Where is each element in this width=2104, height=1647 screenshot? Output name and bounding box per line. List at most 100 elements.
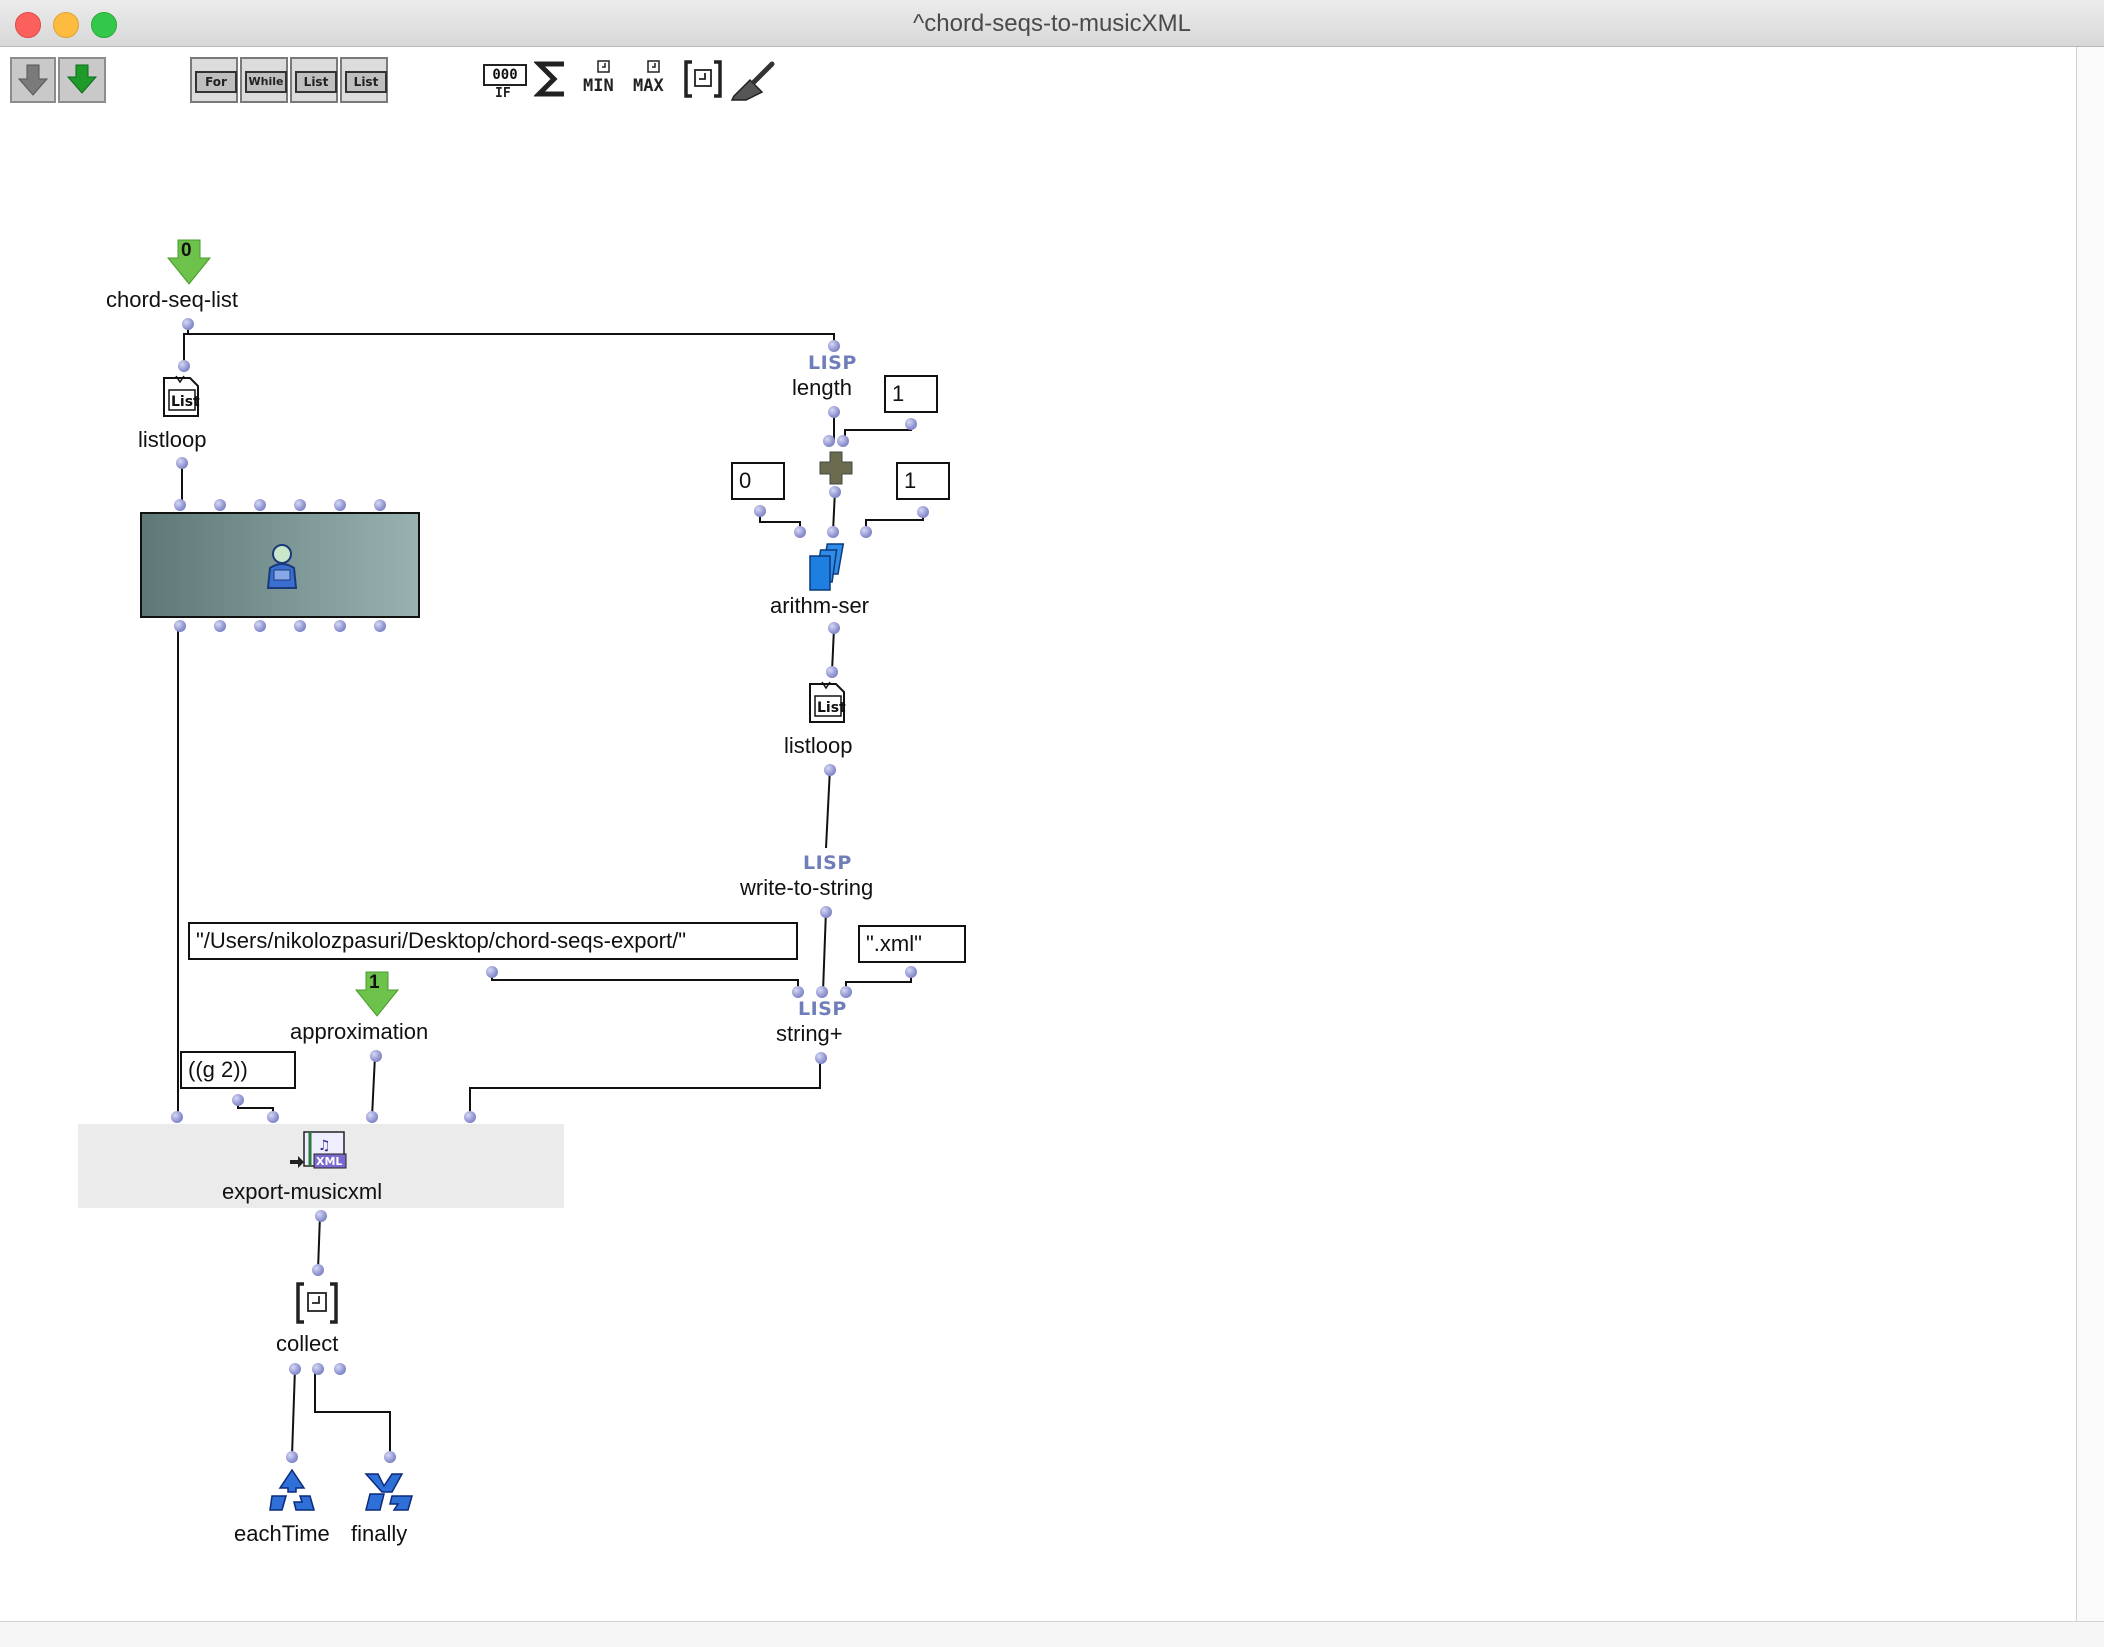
outlet-point[interactable] (917, 506, 929, 518)
collect-bracket-icon (684, 60, 722, 98)
zoom-button[interactable] (91, 12, 117, 38)
export-outlet[interactable] (315, 1210, 327, 1222)
close-button[interactable] (15, 12, 41, 38)
if-button[interactable]: 000 IF (481, 60, 529, 102)
accumulate-tool-button[interactable] (728, 58, 778, 102)
value-box-begin[interactable]: 0 (731, 462, 785, 500)
export-inlet-2[interactable] (267, 1111, 279, 1123)
list-loop-icon: List (295, 71, 337, 93)
outlet-point[interactable] (820, 906, 832, 918)
outlet-point[interactable] (486, 966, 498, 978)
max-button[interactable]: MAX (630, 58, 676, 102)
svg-text:♫: ♫ (318, 1138, 331, 1154)
list-loop-alt-button[interactable]: List (340, 57, 388, 103)
outlet-point[interactable] (824, 764, 836, 776)
plus-inlet-2[interactable] (837, 435, 849, 447)
finally-inlet[interactable] (384, 1451, 396, 1463)
omloop-outlet-5[interactable] (334, 620, 346, 632)
string-plus-box[interactable]: string+ (776, 1021, 843, 1046)
stringplus-inlet-3[interactable] (840, 986, 852, 998)
add-input-button[interactable] (10, 57, 56, 103)
outlet-point[interactable] (905, 418, 917, 430)
outlet-point[interactable] (829, 486, 841, 498)
for-loop-button[interactable]: For (190, 57, 238, 103)
sigma-icon (532, 61, 564, 97)
finally-recycle-icon[interactable] (362, 1466, 416, 1514)
omloop-inlet-1[interactable] (174, 499, 186, 511)
omloop-inlet-5[interactable] (334, 499, 346, 511)
arithm-ser-icon[interactable] (806, 540, 858, 592)
outlet-point[interactable] (370, 1050, 382, 1062)
write-to-string-box[interactable]: write-to-string (740, 875, 874, 900)
title-bar[interactable]: ^chord-seqs-to-musicXML (0, 0, 2104, 47)
eachtime-inlet[interactable] (286, 1451, 298, 1463)
collect-outlet-1[interactable] (289, 1363, 301, 1375)
outlet-point[interactable] (754, 505, 766, 517)
arithm-inlet-3[interactable] (860, 526, 872, 538)
collect-icon[interactable] (294, 1280, 342, 1326)
inlet-point[interactable] (826, 666, 838, 678)
arithm-inlet-2[interactable] (827, 526, 839, 538)
collect-tool-button[interactable] (682, 58, 726, 102)
keys-value-box[interactable]: ((g 2)) (180, 1051, 296, 1089)
vertical-scrollbar[interactable] (2077, 47, 2104, 1621)
collect-outlet-3[interactable] (334, 1363, 346, 1375)
stringplus-inlet-1[interactable] (792, 986, 804, 998)
plus-inlet-1[interactable] (823, 435, 835, 447)
plus-icon[interactable] (818, 450, 854, 486)
inlet-point[interactable] (178, 360, 190, 372)
input-arrow-1-icon[interactable] (354, 970, 400, 1018)
input-arrow-0-icon[interactable] (166, 238, 212, 286)
outlet-point[interactable] (905, 966, 917, 978)
outlet-point[interactable] (182, 318, 194, 330)
omloop-outlet-3[interactable] (254, 620, 266, 632)
horizontal-scrollbar[interactable] (0, 1621, 2104, 1647)
outlet-point[interactable] (232, 1094, 244, 1106)
input-label-approximation[interactable]: approximation (290, 1019, 429, 1044)
omloop-outlet-1[interactable] (174, 620, 186, 632)
listloop-icon[interactable]: List (806, 680, 850, 726)
export-inlet-1[interactable] (171, 1111, 183, 1123)
export-musicxml-box[interactable]: ♫ XML (78, 1124, 564, 1208)
sum-button[interactable] (532, 58, 574, 102)
path-string-box[interactable]: "/Users/nikolozpasuri/Desktop/chord-seqs… (188, 922, 798, 960)
omloop-inlet-6[interactable] (374, 499, 386, 511)
omloop-inlet-4[interactable] (294, 499, 306, 511)
recycle-icon[interactable] (266, 1466, 318, 1514)
collect-label: collect (276, 1331, 339, 1356)
if-digits-icon: 000 (483, 64, 527, 86)
outlet-point[interactable] (815, 1052, 827, 1064)
outlet-point[interactable] (176, 457, 188, 469)
length-box[interactable]: length (792, 375, 852, 400)
max-label: MAX (633, 76, 664, 96)
while-loop-button[interactable]: While (240, 57, 288, 103)
input-index-1: 1 (369, 972, 380, 993)
listloop-icon[interactable]: List (160, 374, 204, 420)
collect-outlet-2[interactable] (312, 1363, 324, 1375)
min-button[interactable]: MIN (580, 58, 626, 102)
outlet-point[interactable] (828, 406, 840, 418)
collect-inlet[interactable] (312, 1264, 324, 1276)
musicxml-icon: ♫ XML (290, 1131, 347, 1169)
arrow-down-green-icon (66, 64, 98, 94)
minimize-button[interactable] (53, 12, 79, 38)
omloop-outlet-4[interactable] (294, 620, 306, 632)
patch-canvas[interactable] (0, 47, 2077, 1621)
inlet-point[interactable] (828, 340, 840, 352)
outlet-point[interactable] (828, 622, 840, 634)
export-inlet-4[interactable] (464, 1111, 476, 1123)
omloop-inlet-2[interactable] (214, 499, 226, 511)
add-output-button[interactable] (58, 57, 106, 103)
extension-string-box[interactable]: ".xml" (858, 925, 966, 963)
arithm-inlet-1[interactable] (794, 526, 806, 538)
input-label-chord-seq-list[interactable]: chord-seq-list (106, 287, 239, 312)
stringplus-inlet-2[interactable] (816, 986, 828, 998)
value-box-step[interactable]: 1 (896, 462, 950, 500)
omloop-outlet-6[interactable] (374, 620, 386, 632)
omloop-outlet-2[interactable] (214, 620, 226, 632)
omloop-inlet-3[interactable] (254, 499, 266, 511)
value-box-plus-arg[interactable]: 1 (884, 375, 938, 413)
list-loop-button[interactable]: List (290, 57, 338, 103)
export-inlet-3[interactable] (366, 1111, 378, 1123)
omloop-box[interactable] (140, 512, 420, 618)
